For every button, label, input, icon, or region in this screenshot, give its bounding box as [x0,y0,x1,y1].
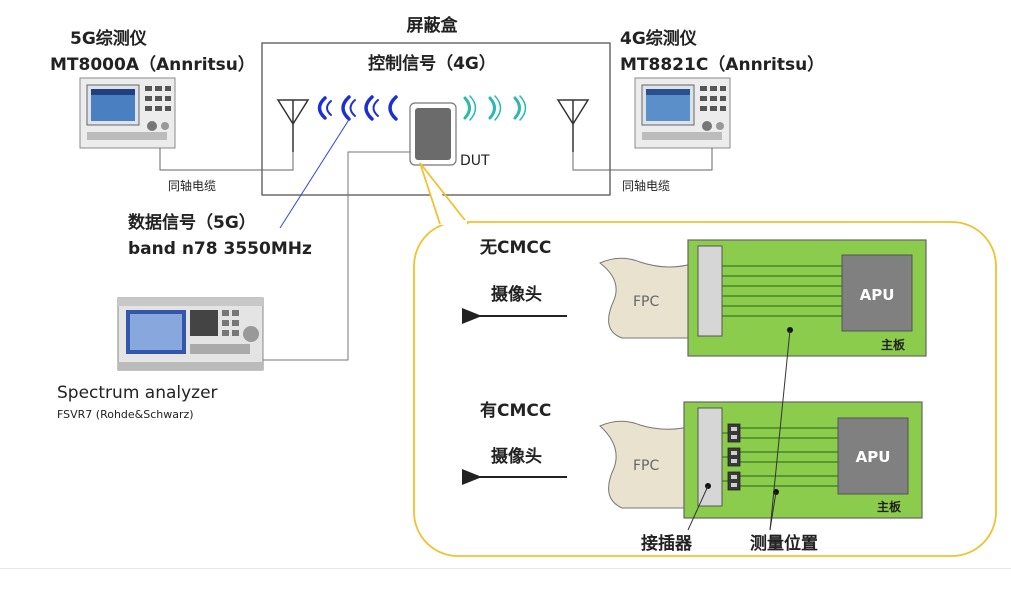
apu-label-bottom: APU [856,448,891,466]
case-with-cmcc-camera: 摄像头 [491,446,542,467]
spectrum-analyzer-device-icon [117,297,264,371]
control-signal-label: 控制信号（4G） [368,53,496,74]
measure-position-label: 测量位置 [750,533,818,554]
analyzer-cable [262,151,410,361]
case-without-cmcc-title: 无CMCC [479,238,551,258]
4g-tester-name: 4G综测仪 [620,28,698,49]
leader-lines [687,329,791,531]
5g-tester-device-icon [79,77,176,149]
data-signal-band: band n78 3550MHz [128,239,312,259]
connector-label: 接插器 [641,533,693,554]
board-label-top: 主板 [881,337,906,352]
4g-tester-device-icon [634,77,731,149]
pcb-with-cmcc [599,401,923,519]
5g-signal-waves-icon [317,95,398,121]
spectrum-analyzer-model: FSVR7 (Rohde&Schwarz) [57,408,194,421]
bottom-divider [0,568,1011,569]
5g-tester-model: MT8000A（Annritsu） [50,54,255,75]
dut-label: DUT [460,153,490,169]
shield-box-title: 屏蔽盒 [407,15,459,36]
data-signal-pointer [279,117,351,229]
data-signal-label: 数据信号（5G） [128,212,256,233]
5g-tester-cable [159,148,294,171]
case-with-cmcc-title: 有CMCC [480,400,551,421]
case-without-cmcc-camera: 摄像头 [491,284,542,305]
4g-tester-cable [572,148,713,171]
right-antenna-icon [556,99,590,152]
fpc-label-top: FPC [633,294,659,310]
5g-cable-label: 同轴电缆 [168,178,216,193]
apu-label-top: APU [860,286,895,304]
board-label-bottom: 主板 [877,499,902,514]
4g-cable-label: 同轴电缆 [622,178,670,193]
pcb-without-cmcc [599,239,927,357]
5g-tester-name: 5G综测仪 [70,28,148,49]
spectrum-analyzer-title: Spectrum analyzer [57,383,218,403]
dut-phone-icon [409,102,457,166]
4g-signal-waves-icon [463,95,527,121]
4g-tester-model: MT8821C（Annritsu） [620,54,824,75]
left-antenna-icon [276,99,310,152]
fpc-label-bottom: FPC [633,458,659,474]
